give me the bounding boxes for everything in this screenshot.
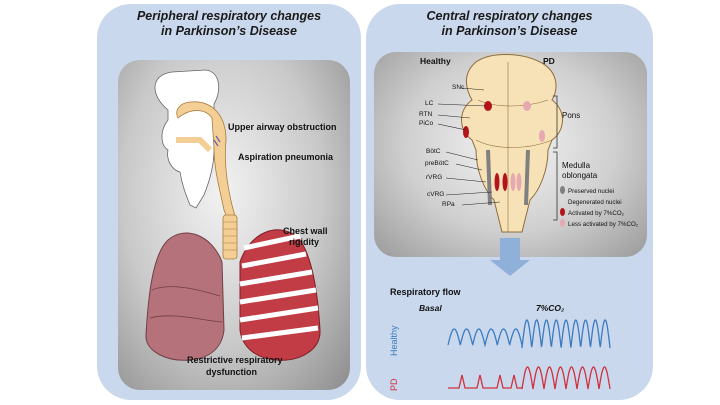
- legend-preserved-swatch: [560, 186, 565, 194]
- trace-label-healthy: Healthy: [389, 325, 399, 356]
- label-medulla-2: oblongata: [562, 171, 598, 180]
- airway-path: [176, 101, 237, 221]
- legend-preserved-label: Preserved nuclei: [568, 188, 615, 195]
- pons-bracket: [553, 95, 558, 149]
- rib-stripes: [239, 233, 319, 341]
- legend-preserved: Preserved nuclei: [560, 186, 614, 196]
- label-restrictive-1: Restrictive respiratory: [187, 355, 283, 365]
- label-healthy: Healthy: [420, 56, 451, 66]
- label-pons: Pons: [562, 111, 581, 120]
- nucleus-cvrg: cVRG: [427, 191, 445, 198]
- label-pd: PD: [543, 56, 555, 66]
- label-aspiration: Aspiration pneumonia: [238, 152, 334, 162]
- nucleus-rtn: RTN: [419, 111, 433, 118]
- legend-less-activated: Less activated by 7%CO₂: [560, 219, 638, 229]
- trace-label-pd: PD: [389, 378, 399, 391]
- label-chest-wall-2: rigidity: [289, 237, 320, 247]
- central-title-line1: Central respiratory changes: [426, 9, 593, 23]
- legend-activated-label: Activated by 7%CO₂: [568, 210, 625, 217]
- central-title: Central respiratory changes in Parkinson…: [366, 9, 653, 39]
- peripheral-title: Peripheral respiratory changes in Parkin…: [97, 9, 361, 39]
- brainstem-drawing: [461, 54, 563, 233]
- label-medulla-1: Medulla: [562, 161, 591, 170]
- label-upper-airway: Upper airway obstruction: [228, 122, 337, 132]
- label-chest-wall-1: Chest wall: [283, 226, 328, 236]
- down-arrow: [490, 238, 530, 276]
- medulla-bracket: [553, 151, 558, 221]
- central-title-line2: in Parkinson’s Disease: [441, 24, 578, 38]
- nucleus-rpa: RPa: [442, 201, 455, 208]
- nucleus-lc: LC: [425, 100, 434, 107]
- nucleus-snc: SNc: [452, 84, 465, 91]
- nucleus-pico: PiCo: [419, 120, 434, 127]
- obstruction-mark: [213, 135, 221, 147]
- label-basal: Basal: [419, 303, 442, 313]
- legend-activated: Activated by 7%CO₂: [560, 208, 624, 218]
- legend-activated-swatch: [560, 208, 565, 216]
- legend-less-activated-swatch: [560, 219, 565, 227]
- label-restrictive-2: dysfunction: [206, 367, 257, 377]
- pd-trace: [448, 366, 611, 390]
- legend-degenerated-swatch: [560, 197, 565, 205]
- flow-title: Respiratory flow: [390, 287, 461, 297]
- left-lung: [145, 232, 225, 361]
- peripheral-title-line2: in Parkinson’s Disease: [161, 24, 297, 38]
- peripheral-title-line1: Peripheral respiratory changes: [136, 9, 322, 23]
- legend-degenerated-label: Degenerated nuclei: [568, 199, 622, 206]
- nucleus-prebotc: preBötC: [425, 160, 449, 167]
- leader-lines: [437, 87, 501, 206]
- legend-degenerated: Degenerated nuclei: [560, 197, 622, 207]
- trachea: [222, 214, 238, 260]
- nucleus-rvrg: rVRG: [426, 174, 443, 181]
- nucleus-botc: BötC: [426, 148, 441, 155]
- legend-less-activated-label: Less activated by 7%CO₂: [568, 221, 639, 228]
- healthy-trace: [447, 319, 611, 349]
- label-co2: 7%CO₂: [536, 303, 565, 313]
